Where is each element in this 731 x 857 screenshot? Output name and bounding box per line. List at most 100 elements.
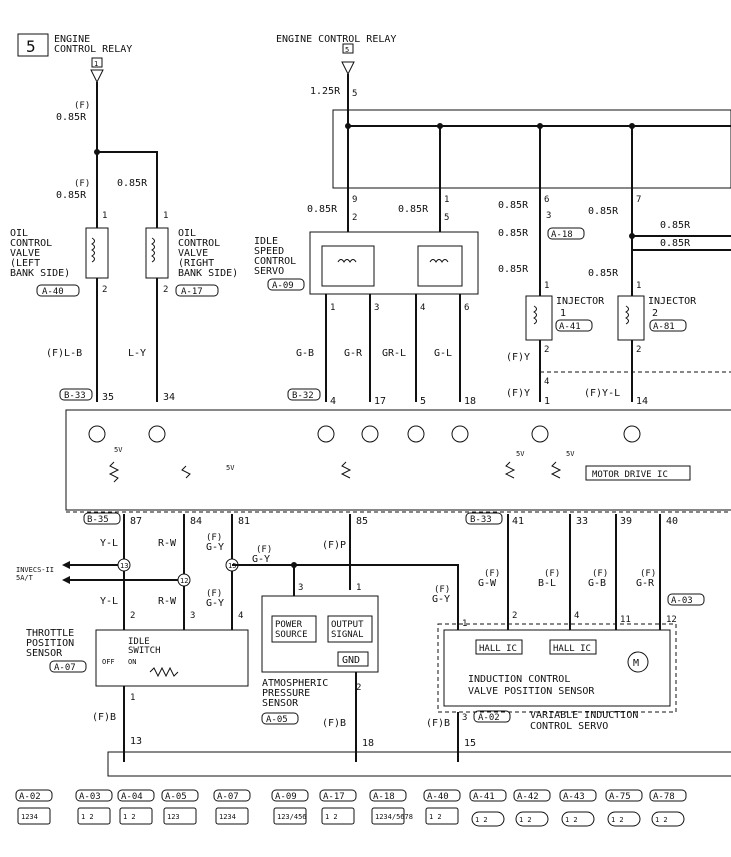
branch-dot: [629, 233, 635, 239]
output-signal-box: [327, 615, 373, 643]
resistor-1: [108, 461, 120, 483]
isc-pin-9: 9: [352, 195, 357, 205]
isc-label-1: IDLE: [254, 236, 278, 247]
isc-label-4: SERVO: [254, 266, 284, 277]
ocv-right-label-1: OIL: [178, 228, 196, 239]
isc-coil-1-sym: [337, 259, 357, 263]
gnd-box: [337, 651, 369, 667]
injector2-label: INJECTOR: [648, 296, 697, 307]
legend-pins: 123/456: [277, 813, 307, 821]
wire-ly: L-Y: [128, 348, 146, 359]
legend-label: A-41: [473, 792, 495, 802]
relay-top-terminal: 5: [345, 46, 349, 54]
inj-pin-6: 6: [544, 195, 549, 205]
vic-servo-2: CONTROL SERVO: [530, 721, 608, 732]
legend-connector-shape: [371, 807, 405, 825]
inj1-top: 1: [544, 281, 549, 291]
ocv-l-top-pin: 1: [102, 211, 107, 221]
pin-5-top: 5: [352, 89, 357, 99]
ecu-pin-5: 5: [420, 396, 426, 407]
legend-pins: 1 2: [475, 816, 488, 824]
conn-a40-box: [36, 284, 80, 297]
legend-label: A-17: [323, 792, 345, 802]
injector1-coil: [533, 305, 537, 325]
wire-fy-2: (F)Y: [506, 388, 530, 399]
ecu-pin-17: 17: [374, 396, 386, 407]
legend-pins: 1 2: [429, 813, 442, 821]
aps-pin-1: 1: [356, 583, 361, 593]
conn-a41-box: [555, 319, 593, 332]
isc-pin-2: 2: [352, 213, 357, 223]
wire-label-gb: G-B: [296, 348, 314, 359]
label-f-b: (F): [256, 545, 272, 555]
srv-pin-1: 1: [462, 619, 467, 629]
tps-pin-3: 3: [190, 611, 195, 621]
transistor-8: [623, 425, 641, 443]
wire-isc-085r-1: 0.85R: [307, 204, 338, 215]
label-rw-1: R-W: [158, 538, 177, 549]
legend-label-box: [649, 789, 687, 802]
5at-arrow: [62, 576, 70, 584]
ocv-left-label-1: OIL: [10, 228, 28, 239]
label-fb-2: (F)B: [322, 718, 346, 729]
junction-13-label: 13: [120, 562, 128, 570]
legend-label-box: [369, 789, 407, 802]
wire-ocv-right: [97, 151, 158, 402]
label-gy-d: G-Y: [432, 594, 450, 605]
transistor-2: [148, 425, 166, 443]
legend-label: A-04: [121, 792, 143, 802]
legend-connector-shape: [119, 807, 153, 825]
output-signal-2: SIGNAL: [331, 630, 364, 640]
wire-label-grl: GR-L: [382, 348, 406, 359]
aps-pin-3: 3: [298, 583, 303, 593]
injector2-num: 2: [652, 308, 658, 319]
vic-servo-1: VARIABLE INDUCTION: [530, 710, 638, 721]
wire-inj-085r-3: 0.85R: [498, 228, 529, 239]
tps-on: ON: [128, 658, 136, 666]
power-source-box: [271, 615, 317, 643]
wire-f-2: (F): [74, 179, 90, 189]
legend-pins: 1 2: [611, 816, 624, 824]
ocv-right-label-4: (RIGHT: [178, 258, 214, 269]
legend-pins: 1234: [21, 813, 38, 821]
legend-label-box: [423, 789, 461, 802]
legend-pins: 1 2: [655, 816, 668, 824]
junction-12-label: 12: [180, 577, 188, 585]
legend-connector-shape: [273, 807, 307, 825]
coil-left: [91, 237, 95, 263]
ecu-pin-87: 87: [130, 516, 142, 527]
injector1-num: 1: [560, 308, 566, 319]
wire-label-gr: G-R: [344, 348, 363, 359]
wire-gy-bus: [232, 564, 459, 630]
conn-a09: A-09: [272, 281, 294, 291]
tps-label-1: THROTTLE: [26, 628, 74, 639]
ecu-pin-84: 84: [190, 516, 202, 527]
isc-p6: 6: [464, 303, 469, 313]
label-f-g: (F): [544, 569, 560, 579]
ecu-pin-33: 33: [576, 516, 588, 527]
transistor-4: [361, 425, 379, 443]
motor-circle: [627, 651, 649, 673]
relay-left-title-2: CONTROL RELAY: [54, 44, 132, 55]
transistor-6: [451, 425, 469, 443]
ground-bus: [107, 751, 731, 777]
legend-connector-shape: [471, 811, 505, 827]
legend-label-box: [319, 789, 357, 802]
invecs-label-2: 5A/T: [16, 574, 34, 582]
inj2-bot: 2: [636, 345, 641, 355]
ocv-r-top-pin: 1: [163, 211, 168, 221]
wire-isc-085r-2: 0.85R: [398, 204, 429, 215]
legend-label-box: [15, 789, 53, 802]
legend-label: A-42: [517, 792, 539, 802]
legend-label-box: [161, 789, 199, 802]
label-yl-2: Y-L: [100, 596, 118, 607]
relay-left-terminal-box: [91, 57, 103, 68]
gnd-label: GND: [342, 655, 360, 666]
relay-top-terminal-box: [342, 43, 354, 54]
relay-top-arrow: [341, 61, 355, 76]
wire-label-gl: G-L: [434, 348, 452, 359]
srv-pin-12: 12: [666, 615, 677, 625]
isc-p1: 1: [330, 303, 335, 313]
resistor-2: [181, 465, 191, 479]
